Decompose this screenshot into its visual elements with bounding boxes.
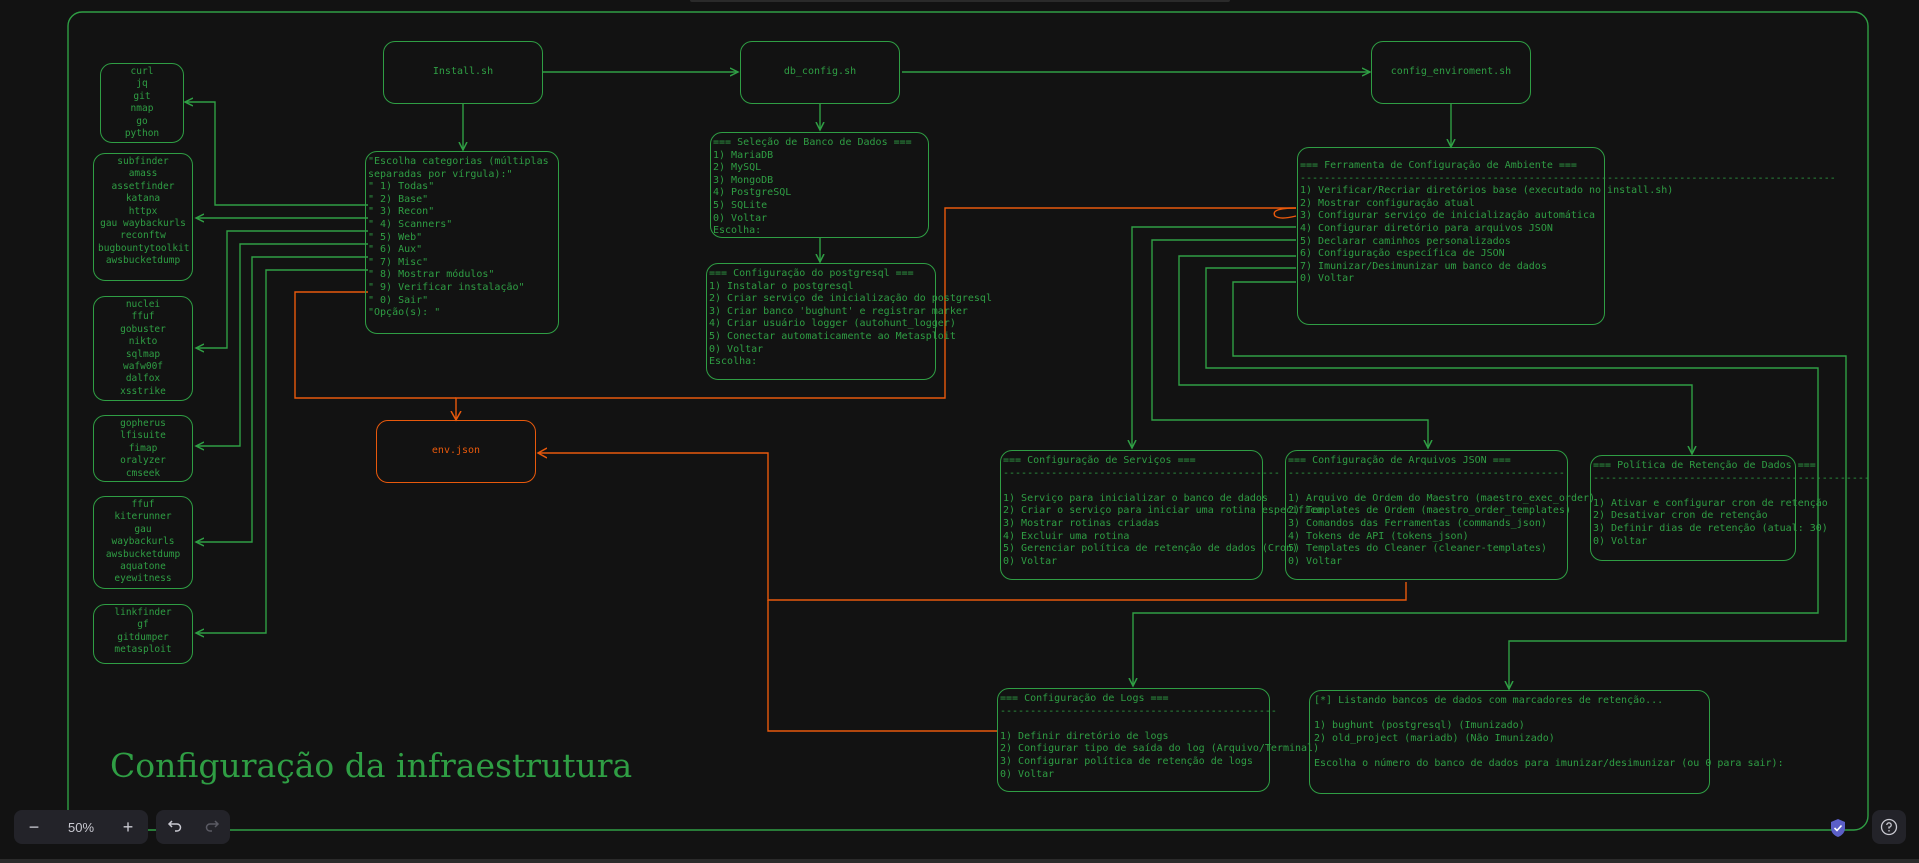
top-tab-indicator	[690, 0, 1230, 2]
categories-menu-node[interactable]: "Escolha categorias (múltiplas separadas…	[365, 151, 559, 334]
help-icon	[1880, 818, 1898, 836]
bottom-edge-bar	[0, 859, 1919, 863]
diagram-title: Configuração da infraestrutura	[110, 746, 633, 785]
redo-icon	[205, 819, 219, 832]
arrow-cat-aux	[196, 256, 368, 542]
arrow-cat-misc	[196, 269, 368, 633]
arrow-envtool-to-env	[456, 207, 1296, 420]
json-config-node[interactable]: === Configuração de Arquivos JSON === --…	[1285, 450, 1595, 580]
zoom-in-button[interactable]: +	[122, 816, 134, 837]
config-environment-sh-node[interactable]: config_enviroment.sh	[1371, 41, 1531, 104]
shield-check-icon[interactable]	[1827, 817, 1849, 839]
tools-misc[interactable]: linkfinder gf gitdumper metasploit	[93, 604, 193, 664]
postgres-config-node[interactable]: === Configuração do postgresql === 1) In…	[706, 263, 992, 380]
history-controls	[156, 810, 230, 844]
tools-recon[interactable]: subfinder amass assetfinder katana httpx…	[93, 153, 193, 281]
arrow-envtool-json	[1151, 239, 1428, 448]
db-listing-node[interactable]: [*] Listando bancos de dados com marcado…	[1309, 690, 1784, 794]
arrow-cat-base	[185, 102, 368, 206]
zoom-level-reset[interactable]: 50%	[67, 819, 95, 835]
zoom-controls: − 50% +	[14, 810, 148, 844]
environment-tool-node[interactable]: === Ferramenta de Configuração de Ambien…	[1297, 147, 1836, 325]
arrow-envtool-logs	[1133, 267, 1819, 686]
arrow-envtool-retention	[1178, 255, 1692, 454]
db-selection-node[interactable]: === Seleção de Banco de Dados === 1) Mar…	[710, 132, 929, 238]
canvas-frame	[67, 11, 1869, 831]
arrow-envtool-loop	[1273, 207, 1297, 219]
help-button[interactable]	[1872, 810, 1906, 844]
arrow-logs-to-env	[767, 600, 998, 732]
arrow-cat-web	[196, 243, 368, 446]
db-config-sh-node[interactable]: db_config.sh	[740, 41, 900, 104]
services-config-node[interactable]: === Configuração de Serviços === -------…	[1000, 450, 1322, 580]
undo-icon	[167, 819, 181, 832]
arrow-envtool-services	[1132, 226, 1296, 448]
retention-policy-node[interactable]: === Política de Retenção de Dados === --…	[1590, 455, 1870, 561]
logs-config-node[interactable]: === Configuração de Logs === -----------…	[997, 688, 1319, 792]
tools-scanners[interactable]: nuclei ffuf gobuster nikto sqlmap wafw00…	[93, 296, 193, 401]
tools-web[interactable]: gopherus lfisuite fimap oralyzer cmseek	[93, 415, 193, 482]
undo-button[interactable]	[167, 817, 183, 838]
arrow-envtool-dblist	[1232, 281, 1847, 689]
tools-aux[interactable]: ffuf kiterunner gau waybackurls awsbucke…	[93, 496, 193, 589]
env-json-node[interactable]: env.json	[376, 420, 536, 483]
redo-button[interactable]	[204, 817, 220, 838]
arrow-cat-scanners	[196, 230, 368, 348]
tools-base[interactable]: curl jq git nmap go python	[100, 63, 184, 143]
zoom-out-button[interactable]: −	[28, 816, 40, 837]
arrow-categories-to-env	[294, 291, 456, 399]
install-sh-node[interactable]: Install.sh	[383, 41, 543, 104]
